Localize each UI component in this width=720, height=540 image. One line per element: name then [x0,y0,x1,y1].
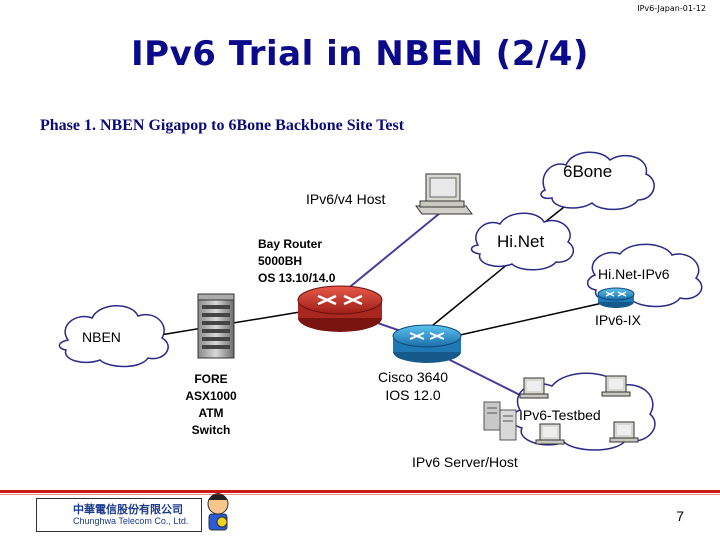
label-fore-switch: FORE ASX1000 ATM Switch [176,371,246,439]
page-number: 7 [676,508,684,524]
cloud-icon-6bone [540,151,655,211]
label-bay-router-line-3: OS 13.10/14.0 [258,271,336,285]
label-cisco: Cisco 3640 IOS 12.0 [378,368,448,404]
page-subtitle: Phase 1. NBEN Gigapop to 6Bone Backbone … [40,117,405,134]
label-fore-line-4: Switch [191,423,231,437]
label-fore-line-3: ATM [198,406,224,420]
label-fore-line-2: ASX1000 [185,389,237,403]
label-bay-router-line-1: Bay Router [258,237,323,251]
logo-text-en: Chunghwa Telecom Co., Ltd. [73,516,189,526]
network-links [129,179,617,396]
label-cisco-line-2: IOS 12.0 [385,387,441,403]
atm-switch-icon [197,293,235,359]
label-host: IPv6/v4 Host [306,191,386,207]
computer-icon-testbed-1 [519,377,549,399]
label-testbed: IPv6-Testbed [519,407,601,423]
label-nben: NBEN [82,329,121,345]
cloud-icon-nben [58,305,169,368]
label-cisco-line-1: Cisco 3640 [378,369,449,385]
server-icon [483,401,517,441]
router-icon-bay [297,285,383,332]
page-title: IPv6 Trial in NBEN (2/4) [131,34,589,74]
footer-divider-thin [0,494,720,495]
computer-icon-testbed-2 [601,375,631,397]
label-6bone: 6Bone [563,162,613,181]
cloud-icon-hinet [470,212,574,271]
link-host-router [339,212,441,296]
label-bay-router-line-2: 5000BH [258,254,303,268]
router-icon-cisco [392,324,462,363]
computer-icon-host [415,173,473,215]
label-fore-line-1: FORE [194,372,228,386]
label-hinet-ipv6: Hi.Net-IPv6 [598,266,670,282]
router-icon-ix [597,287,635,308]
label-bay-router: Bay Router 5000BH OS 13.10/14.0 [258,236,335,287]
link-cisco-ix [459,299,617,336]
company-logo: 中華電信股份有限公司 Chunghwa Telecom Co., Ltd. [36,498,202,532]
computer-icon-testbed-3 [535,423,565,445]
link-cisco-testbed [439,354,521,396]
label-server-host: IPv6 Server/Host [412,454,518,470]
label-ipv6-ix: IPv6-IX [595,312,641,328]
computer-icon-testbed-4 [609,421,639,443]
label-hinet: Hi.Net [497,232,545,251]
mascot-icon [207,493,229,531]
document-id: IPv6-Japan-01-12 [637,4,706,13]
logo-text-zh: 中華電信股份有限公司 [73,504,183,516]
footer-divider [0,490,720,493]
